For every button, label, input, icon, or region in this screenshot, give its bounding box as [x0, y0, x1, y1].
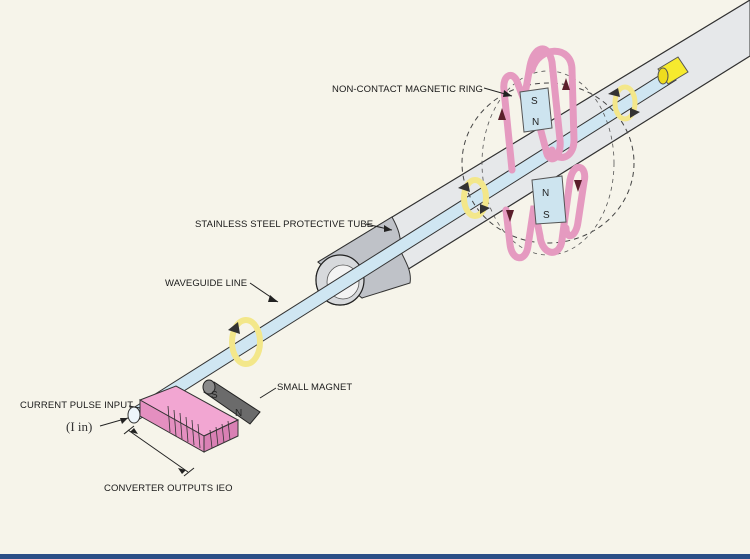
waveguide-line	[127, 69, 677, 424]
bottom-bar	[0, 554, 750, 559]
ring-upper-s-label: S	[531, 96, 538, 107]
ring-lower-s-label: S	[543, 210, 550, 221]
waveguide-line-label: WAVEGUIDE LINE	[165, 278, 247, 289]
coil-current-arrows	[498, 78, 582, 222]
pulse-symbol-label: (I in)	[66, 419, 92, 434]
field-arrow-2	[458, 177, 490, 219]
converter	[138, 385, 240, 453]
protective-tube-label: STAINLESS STEEL PROTECTIVE TUBE	[195, 219, 373, 230]
ring-lower-n-label: N	[542, 188, 549, 199]
converter-output-dimension	[123, 425, 195, 477]
small-magnet-s-label: S	[211, 390, 218, 401]
ring-magnet-upper: S N	[519, 87, 553, 133]
magnetic-ring-label: NON-CONTACT MAGNETIC RING	[332, 84, 483, 95]
small-magnet-n-label: N	[235, 408, 242, 419]
converter-outputs-label: CONVERTER OUTPUTS IEO	[104, 483, 233, 494]
ring-upper-n-label: N	[532, 117, 539, 128]
leader-lines	[99, 87, 513, 427]
leader-arrowheads	[120, 90, 512, 424]
small-magnet: S N	[202, 379, 261, 425]
magnetic-ring-assembly: S N N S	[461, 45, 635, 262]
pulse-input-label: CURRENT PULSE INPUT	[20, 400, 133, 411]
end-cap	[657, 56, 689, 85]
field-arrow-1	[228, 317, 263, 367]
field-arrow-3	[608, 84, 640, 122]
small-magnet-label: SMALL MAGNET	[277, 382, 352, 393]
lower-coil	[502, 164, 589, 262]
ring-magnet-lower: N S	[531, 175, 567, 225]
